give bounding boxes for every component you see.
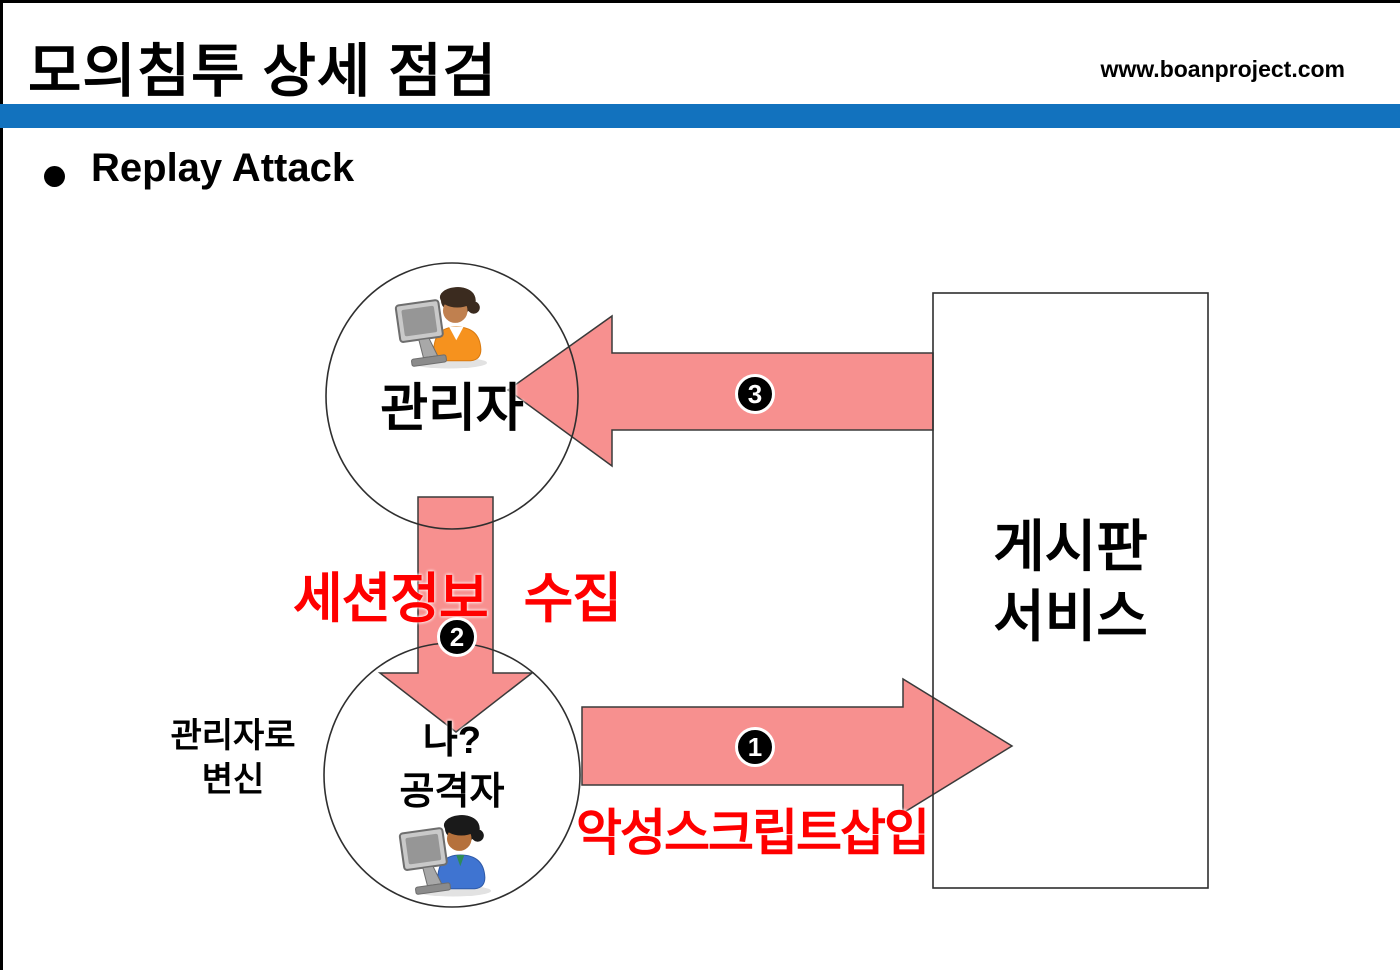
board-service-line2: 서비스 <box>993 585 1148 648</box>
admin-at-computer-icon <box>394 287 487 369</box>
transform-label-line2: 변신 <box>201 761 265 800</box>
step-1-number: 1 <box>747 731 763 762</box>
admin-node-label: 관리자 <box>380 380 524 438</box>
attacker-node-label: 나? 공격자 <box>400 716 505 819</box>
header-accent-bar <box>0 104 1400 128</box>
bullet-label: Replay Attack <box>91 146 355 190</box>
slide-left-border <box>0 0 3 970</box>
attacker-label-line1: 나? <box>422 720 482 762</box>
step-2-number: 2 <box>449 621 465 652</box>
attacker-label-line2: 공격자 <box>399 771 505 814</box>
board-service-label: 게시판 서비스 <box>933 512 1208 652</box>
step-3-number: 3 <box>747 378 763 409</box>
arrow-3-shape-board-to-admin <box>506 314 934 468</box>
website-url: www.boanproject.com <box>1100 56 1345 82</box>
transform-label-line1: 관리자로 <box>170 717 296 755</box>
malicious-script-label: 악성스크립트삽입 <box>576 805 930 861</box>
slide-top-border <box>0 0 1400 3</box>
step-1-badge: 1 <box>735 727 775 767</box>
page-title: 모의침투 상세 점검 <box>28 39 498 104</box>
bullet-dot <box>44 166 65 187</box>
arrow-1-shape-attacker-to-board <box>581 677 1014 815</box>
arrow-2-shape-admin-to-attacker <box>377 496 535 733</box>
admin-circle-outline <box>325 262 579 530</box>
step-2-badge: 2 <box>437 617 477 657</box>
attacker-at-computer-icon <box>398 815 491 897</box>
board-service-line1: 게시판 <box>993 515 1148 578</box>
transform-to-admin-label: 관리자로 변신 <box>170 714 295 802</box>
step-3-badge: 3 <box>735 374 775 414</box>
board-service-box-outline <box>932 292 1209 889</box>
